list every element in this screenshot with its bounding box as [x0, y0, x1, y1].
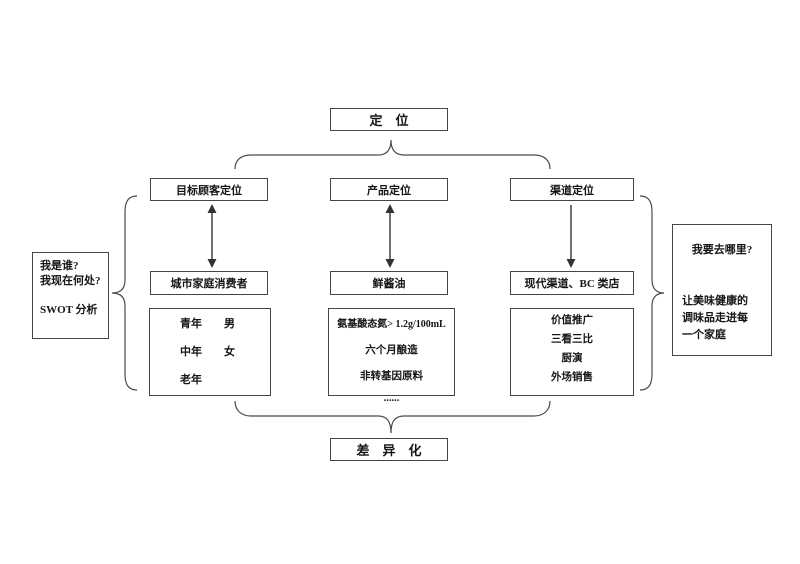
swot-note-line: 我现在何处?	[40, 275, 101, 287]
channel-position-label: 现代渠道、BC 类店	[524, 278, 620, 290]
customer-position-label: 城市家庭消费者	[170, 278, 248, 290]
customer-detail-box: 青年 男 中年 女 老年	[149, 308, 271, 396]
arrow-channel-down	[566, 205, 576, 268]
channel-detail-line: 三看三比	[551, 334, 593, 345]
product-detail-box: 氨基酸态氮> 1.2g/100mL 六个月酿造 非转基因原料 ......	[328, 308, 455, 404]
brace-left	[111, 195, 138, 391]
product-detail-line: 非转基因原料	[360, 371, 423, 382]
differentiation-label: 差 异 化	[356, 443, 422, 458]
product-detail-line: ......	[383, 393, 400, 404]
product-position-label: 鲜酱油	[372, 278, 406, 290]
customer-detail-cell: 中年	[180, 346, 202, 358]
customer-detail-row: 青年 男	[150, 310, 270, 338]
customer-detail-cell: 青年	[180, 318, 202, 330]
swot-note-line: 我是谁?	[40, 260, 79, 272]
positioning-title-label: 定 位	[369, 113, 409, 128]
swot-note-box: 我是谁? 我现在何处? SWOT 分析	[32, 252, 109, 339]
product-detail-line: 氨基酸态氮> 1.2g/100mL	[337, 319, 446, 330]
column-header-product: 产品定位	[330, 178, 448, 201]
customer-detail-row: 中年 女	[150, 338, 270, 366]
customer-detail-cell: 老年	[180, 374, 202, 386]
vision-arrow-gap	[673, 257, 771, 293]
vision-statement: 让美味健康的调味品走进每一个家庭	[682, 295, 748, 341]
product-detail-line: 六个月酿造	[365, 345, 418, 356]
differentiation-box: 差 异 化	[330, 438, 448, 461]
brace-right	[639, 195, 665, 391]
product-position-box: 鲜酱油	[330, 271, 448, 295]
column-header-product-label: 产品定位	[367, 184, 411, 197]
channel-detail-line: 厨演	[561, 353, 583, 364]
arrow-product-twoway	[385, 204, 395, 268]
vision-note-box: 我要去哪里? 让美味健康的调味品走进每一个家庭	[672, 224, 772, 356]
arrow-customer-twoway	[207, 204, 217, 268]
column-header-channel-label: 渠道定位	[550, 184, 594, 197]
brace-top	[234, 139, 551, 170]
column-header-channel: 渠道定位	[510, 178, 634, 201]
channel-position-box: 现代渠道、BC 类店	[510, 271, 634, 295]
customer-detail-cell: 女	[224, 346, 235, 358]
vision-question: 我要去哪里?	[691, 244, 753, 256]
positioning-title-box: 定 位	[330, 108, 448, 131]
column-header-customer: 目标顾客定位	[150, 178, 268, 201]
customer-detail-row: 老年	[150, 366, 270, 394]
channel-detail-box: 价值推广 三看三比 厨演 外场销售	[510, 308, 634, 396]
customer-detail-cell: 男	[224, 318, 235, 330]
column-header-customer-label: 目标顾客定位	[176, 184, 242, 197]
channel-detail-line: 外场销售	[551, 372, 593, 383]
customer-position-box: 城市家庭消费者	[150, 271, 268, 295]
swot-note-line: SWOT 分析	[40, 304, 98, 316]
channel-detail-line: 价值推广	[551, 315, 593, 326]
